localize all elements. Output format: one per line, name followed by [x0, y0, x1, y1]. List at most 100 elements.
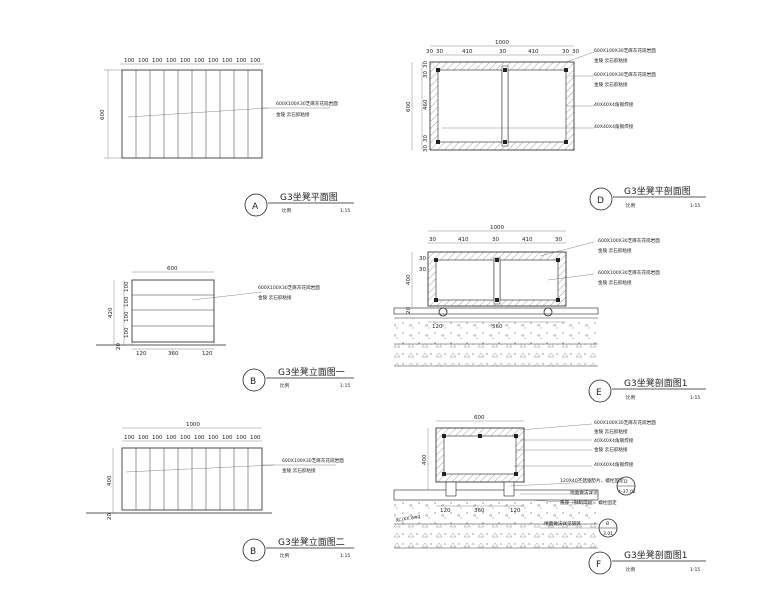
dim-label: 30 [429, 237, 436, 243]
panel-a-boards [121, 69, 269, 159]
note-text: 40X40X4角钢焊接 [594, 101, 634, 108]
note-text: 40X40X4角钢焊接 [594, 461, 634, 468]
dim-label: 400 [107, 475, 113, 486]
dim-label: 1000 [186, 422, 200, 428]
dim-label: 20 [107, 513, 113, 520]
dim-label: 30 [572, 49, 579, 55]
dim-label: 30 [423, 71, 429, 78]
drawing-title: G3坐凳立面图一 [278, 366, 345, 378]
scale-value: 1:15 [690, 567, 700, 573]
scale-label: 比例 [626, 202, 636, 209]
dim-label: 120 [136, 351, 147, 357]
dim-label: 410 [462, 49, 473, 55]
ref-sheet: 4-37.02 [618, 489, 636, 495]
dim-label: 30 [423, 145, 429, 152]
note-text: 地面做法详见 [570, 489, 598, 496]
scale-label: 比例 [280, 382, 290, 389]
section-letter: B [250, 547, 256, 557]
dim-label: 30 [426, 49, 433, 55]
dim-label: 460 [423, 99, 429, 110]
dim-label: 100 [208, 58, 219, 64]
section-letter: D [597, 196, 604, 206]
dim-label: 30 [423, 135, 429, 142]
drawing-title: G3坐凳平剖面图 [624, 185, 691, 197]
scale-value: 1:15 [340, 383, 350, 389]
drawing-title: G3坐凳剖面图1 [624, 377, 687, 389]
note-text: 金陵 云石胶粘接 [594, 57, 628, 64]
panel-f-title-block: F G3坐凳剖面图1 比例 1:15 [588, 549, 706, 575]
panel-b2-dims-top: 100 100 100 100 100 100 100 100 100 100 [124, 435, 261, 441]
dim-label: 100 [194, 58, 205, 64]
note-text: 600X100X30芝麻灰花岗岩面 [258, 284, 320, 291]
dim-label: 100 [208, 435, 219, 441]
note-text: 金陵 云石胶粘接 [258, 294, 292, 301]
dim-label: 100 [152, 58, 163, 64]
dim-label: 100 [138, 435, 149, 441]
note-text: 底座（钢制焊接） 螺栓固定 [560, 499, 617, 506]
dim-label: 20 [406, 307, 412, 314]
dim-label: 1000 [495, 40, 509, 46]
note-text: 40X40X4角钢焊接 [594, 123, 634, 130]
scale-label: 比例 [626, 566, 636, 573]
dim-label: 100 [180, 435, 191, 441]
dim-label: 30 [419, 256, 426, 262]
dim-label: 30 [562, 49, 569, 55]
note-text: 金陵 云石胶粘接 [282, 467, 316, 474]
panel-b2-elevation: 1000 100 100 100 100 100 100 100 100 100… [86, 422, 354, 562]
dim-label: 100 [124, 296, 130, 307]
dim-label: 100 [236, 58, 247, 64]
dim-label: 100 [124, 281, 130, 292]
scale-value: 1:15 [340, 208, 350, 214]
dim-label: 30 [499, 49, 506, 55]
panel-b1-title-block: B G3坐凳立面图一 比例 1:15 [242, 366, 354, 392]
drawing-title: G3坐凳平面图 [280, 192, 338, 203]
scale-label: 比例 [626, 394, 636, 401]
panel-e-title-block: E G3坐凳剖面图1 比例 1:15 [588, 377, 706, 403]
dim-label: 100 [194, 435, 205, 441]
dim-label: 120 [202, 351, 213, 357]
dim-label: 360 [168, 351, 179, 357]
dim-label: 600 [167, 266, 178, 272]
ref-letter: D [624, 479, 628, 485]
section-letter: E [596, 388, 602, 398]
dim-label: 30 [436, 49, 443, 55]
panel-a-plan: 100 100 100 100 100 100 100 100 100 100 … [100, 58, 354, 217]
note-text: 600X100X30芝麻灰花岗岩面 [594, 71, 656, 78]
dim-label: 30 [555, 237, 562, 243]
scale-value: 1:15 [690, 395, 700, 401]
note-text: 金陵 云石胶粘接 [594, 428, 628, 435]
note-text: 600X100X30芝麻灰花岗岩面 [594, 47, 656, 54]
ref-note: 地面做法详见铺装 [544, 520, 581, 527]
dim-label: 120 [510, 508, 521, 514]
note-text: 40X40X4角钢焊接 [594, 437, 634, 444]
dim-label: 420 [108, 307, 114, 318]
reference-bubble-b: B 3.01 地面做法详见铺装 [540, 518, 618, 538]
section-letter: A [252, 202, 259, 212]
panel-e-section: 1000 30 410 30 410 30 30 30 400 20 120 5… [393, 225, 706, 403]
note-text: 金陵 云石胶粘接 [598, 247, 632, 254]
note-text: 金陵 云石胶粘接 [276, 111, 310, 118]
dim-label: 100 [152, 435, 163, 441]
dim-label: 100 [124, 58, 135, 64]
note-text: 金陵 云石胶粘接 [598, 279, 632, 286]
dim-label: 100 [250, 435, 261, 441]
dim-label: 120 [432, 324, 443, 330]
dim-label: 100 [222, 58, 233, 64]
dim-label: 400 [406, 274, 412, 285]
section-letter: F [596, 560, 601, 570]
dim-label: 100 [166, 435, 177, 441]
panel-b2-title-block: B G3坐凳立面图二 比例 1:15 [242, 536, 354, 562]
dim-label: 100 [166, 58, 177, 64]
scale-label: 比例 [280, 552, 290, 559]
dim-label: 1000 [490, 225, 504, 231]
note-text: 金陵 云石胶粘接 [594, 446, 628, 453]
panel-a-dims-top: 100 100 100 100 100 100 100 100 100 100 [124, 58, 261, 64]
scale-value: 1:15 [340, 553, 350, 559]
dim-label: 100 [124, 435, 135, 441]
drawing-title: G3坐凳立面图二 [278, 536, 345, 548]
dim-label: 30 [423, 61, 429, 68]
panel-b1-elevation: 600 100 100 100 100 420 20 120 360 120 6… [96, 266, 354, 392]
dim-label: 100 [180, 58, 191, 64]
note-text: 600X100X30芝麻灰花岗岩面 [282, 457, 344, 464]
dim-label: 30 [419, 267, 426, 273]
